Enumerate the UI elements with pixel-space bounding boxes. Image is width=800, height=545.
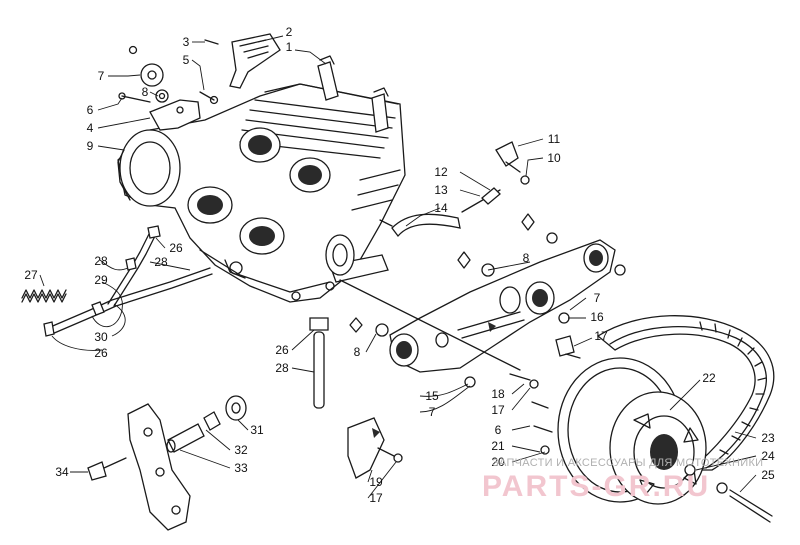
callout-33: 33 <box>234 461 248 475</box>
callout-15: 15 <box>425 389 439 403</box>
callout-11: 11 <box>548 132 561 146</box>
callout-7-upper: 7 <box>98 69 105 83</box>
callout-22: 22 <box>702 371 716 385</box>
watermark-tagline: ЗАПЧАСТИ И АКСЕССУАРЫ ДЛЯ МОТОТЕХНИКИ <box>492 457 763 469</box>
callout-20: 20 <box>491 455 505 469</box>
callout-1: 1 <box>286 40 293 54</box>
callout-28-left: 28 <box>94 254 108 268</box>
callout-16: 16 <box>590 310 604 324</box>
callout-8-center: 8 <box>354 345 361 359</box>
engine-mount-hardware <box>118 33 281 131</box>
callout-19: 19 <box>369 475 383 489</box>
callout-8-right: 8 <box>523 251 530 265</box>
callout-7-lower: 7 <box>429 405 436 419</box>
callout-24: 24 <box>761 449 775 463</box>
callout-labels: 2 1 3 5 7 8 6 4 9 11 10 12 13 14 26 28 2… <box>24 25 775 505</box>
clutch-and-belt <box>531 315 775 523</box>
callout-5: 5 <box>183 53 190 67</box>
callout-28-mid: 28 <box>154 255 168 269</box>
callout-25: 25 <box>761 468 775 482</box>
vent-hose <box>309 317 329 409</box>
leader-lines <box>39 35 757 499</box>
callout-9: 9 <box>87 139 94 153</box>
callout-4: 4 <box>87 121 94 135</box>
callout-13: 13 <box>434 183 448 197</box>
callout-26-left: 26 <box>169 241 183 255</box>
callout-30: 30 <box>94 330 108 344</box>
watermark-brand: PARTS-GR.RU <box>482 470 710 503</box>
callout-27: 27 <box>24 268 38 282</box>
callout-31: 31 <box>250 423 264 437</box>
callout-29: 29 <box>94 273 108 287</box>
small-bracket <box>347 417 403 479</box>
callout-2: 2 <box>286 25 293 39</box>
callout-7-right: 7 <box>594 291 601 305</box>
callout-14: 14 <box>434 201 448 215</box>
oil-line-parts <box>21 225 213 337</box>
callout-3: 3 <box>183 35 190 49</box>
callout-26-bottom-left: 26 <box>94 346 108 360</box>
fuel-line-parts <box>379 141 530 238</box>
callout-17-lower: 17 <box>491 403 505 417</box>
callout-26-center: 26 <box>275 343 289 357</box>
callout-28-center: 28 <box>275 361 289 375</box>
callout-6-lower: 6 <box>495 423 502 437</box>
callout-17-bottom: 17 <box>369 491 383 505</box>
watermark: ЗАПЧАСТИ И АКСЕССУАРЫ ДЛЯ МОТОТЕХНИКИ PA… <box>482 457 763 503</box>
lower-bracket-parts <box>87 395 247 531</box>
chaincase-mount-plate <box>339 213 626 389</box>
callout-6-upper: 6 <box>87 103 94 117</box>
callout-8-upper: 8 <box>142 85 149 99</box>
callout-17-right: 17 <box>594 329 608 343</box>
callout-34: 34 <box>55 465 69 479</box>
callout-10: 10 <box>547 151 561 165</box>
callout-23: 23 <box>761 431 775 445</box>
engine-assembly <box>117 55 406 303</box>
callout-12: 12 <box>434 165 448 179</box>
callout-18: 18 <box>491 387 505 401</box>
callout-32: 32 <box>234 443 248 457</box>
callout-21: 21 <box>491 439 505 453</box>
